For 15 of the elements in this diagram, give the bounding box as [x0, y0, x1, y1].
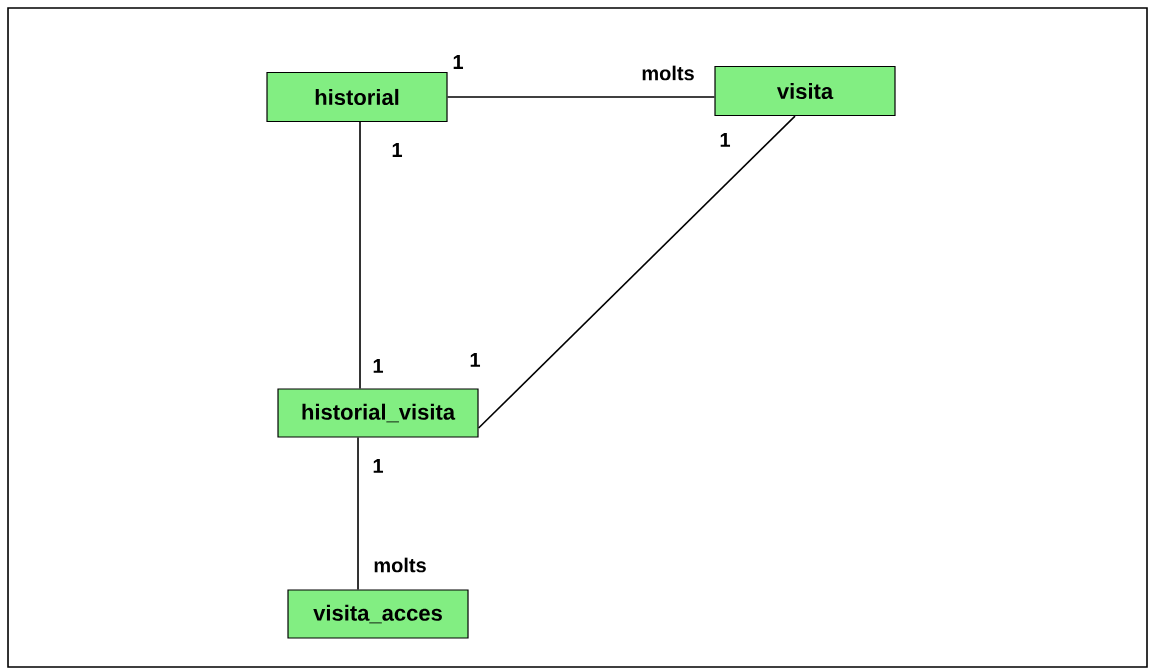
relationship-line — [446, 96, 716, 98]
entity-box: visita_acces — [287, 589, 469, 639]
cardinality-label: 1 — [470, 353, 480, 367]
entity-box: historial_visita — [277, 388, 479, 438]
relationship-line — [359, 121, 361, 390]
cardinality-label: molts — [642, 65, 694, 81]
relationship-line — [357, 436, 359, 591]
entity-box: historial — [266, 71, 448, 123]
cardinality-label: 1 — [373, 459, 383, 473]
cardinality-label: 1 — [373, 359, 383, 373]
cardinality-label: molts — [374, 557, 426, 573]
relationship-line — [477, 115, 796, 429]
entity-box: visita — [714, 65, 896, 117]
cardinality-label: 1 — [453, 55, 463, 69]
cardinality-label: 1 — [392, 143, 402, 157]
